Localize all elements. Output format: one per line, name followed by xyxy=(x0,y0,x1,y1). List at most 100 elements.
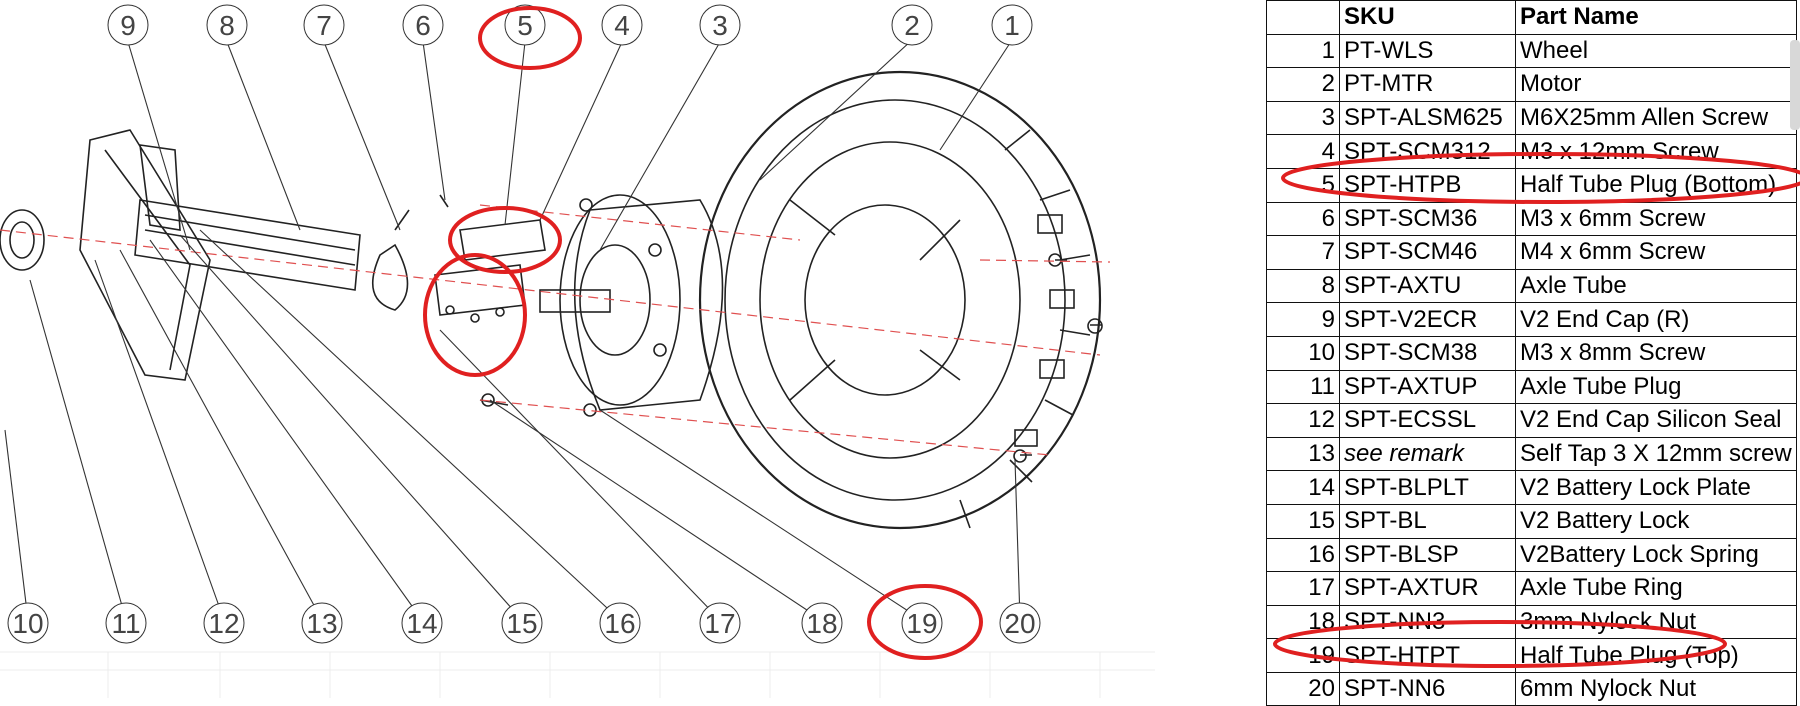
cell-part-name[interactable]: V2Battery Lock Spring xyxy=(1515,537,1797,573)
cell-sku[interactable]: SPT-SCM312 xyxy=(1339,134,1516,169)
cell-part-name[interactable]: Axle Tube xyxy=(1515,268,1797,304)
cell-part-name[interactable]: Self Tap 3 X 12mm screw xyxy=(1515,436,1797,472)
cell-number[interactable]: 19 xyxy=(1266,638,1340,673)
cell-part-name[interactable]: M6X25mm Allen Screw xyxy=(1515,100,1797,136)
cell-number[interactable]: 9 xyxy=(1266,302,1340,337)
vertical-scrollbar-thumb[interactable] xyxy=(1790,40,1800,130)
svg-text:13: 13 xyxy=(306,608,337,639)
cell-number[interactable]: 3 xyxy=(1266,100,1340,136)
svg-text:14: 14 xyxy=(406,608,437,639)
cell-number[interactable]: 14 xyxy=(1266,470,1340,505)
cell-sku[interactable]: SPT-AXTUP xyxy=(1339,369,1516,405)
callout-1: 1 xyxy=(991,4,1033,46)
cell-number[interactable]: 12 xyxy=(1266,403,1340,438)
cell-number[interactable]: 7 xyxy=(1266,235,1340,270)
cell-part-name[interactable]: Axle Tube Plug xyxy=(1515,369,1797,405)
cell-sku[interactable]: SPT-HTPT xyxy=(1339,638,1516,673)
svg-text:20: 20 xyxy=(1004,608,1035,639)
cell-part-name[interactable]: Motor xyxy=(1515,67,1797,102)
cell-part-name[interactable]: M3 x 12mm Screw xyxy=(1515,134,1797,169)
cell-number[interactable]: 18 xyxy=(1266,604,1340,640)
cell-number[interactable]: 2 xyxy=(1266,67,1340,102)
cell-number[interactable]: 15 xyxy=(1266,503,1340,539)
svg-text:1: 1 xyxy=(1004,10,1020,41)
cell-part-name[interactable]: V2 Battery Lock xyxy=(1515,503,1797,539)
cell-number[interactable]: 16 xyxy=(1266,537,1340,573)
cell-number[interactable]: 13 xyxy=(1266,436,1340,472)
svg-text:12: 12 xyxy=(208,608,239,639)
cell-sku[interactable]: SPT-NN3 xyxy=(1339,604,1516,640)
cell-sku[interactable]: SPT-AXTU xyxy=(1339,268,1516,304)
cell-sku[interactable]: PT-WLS xyxy=(1339,33,1516,69)
cell-sku[interactable]: SPT-SCM36 xyxy=(1339,201,1516,237)
cell-sku[interactable]: SPT-BL xyxy=(1339,503,1516,539)
cell-part-name[interactable]: V2 End Cap (R) xyxy=(1515,302,1797,337)
cell-part-name[interactable]: 3mm Nylock Nut xyxy=(1515,604,1797,640)
callout-11: 11 xyxy=(105,602,147,644)
fastener-parts xyxy=(394,194,1103,463)
cell-sku[interactable]: SPT-NN6 xyxy=(1339,671,1516,706)
cell-sku[interactable]: SPT-BLPLT xyxy=(1339,470,1516,505)
cell-sku[interactable]: SPT-ALSM625 xyxy=(1339,100,1516,136)
svg-text:15: 15 xyxy=(506,608,537,639)
callout-16: 16 xyxy=(599,602,641,644)
cell-sku[interactable]: SPT-BLSP xyxy=(1339,537,1516,573)
cell-sku[interactable]: SPT-SCM38 xyxy=(1339,335,1516,371)
cell-part-name[interactable]: M3 x 8mm Screw xyxy=(1515,335,1797,371)
cell-sku[interactable]: SPT-SCM46 xyxy=(1339,235,1516,270)
cell-number[interactable]: 4 xyxy=(1266,134,1340,169)
cell-part-name[interactable]: Axle Tube Ring xyxy=(1515,571,1797,606)
highlight-circle-bottom-plug xyxy=(448,206,562,274)
cell-number[interactable]: 10 xyxy=(1266,335,1340,371)
callout-8: 8 xyxy=(206,4,248,46)
cell-part-name[interactable]: M4 x 6mm Screw xyxy=(1515,235,1797,270)
cell-sku[interactable]: SPT-ECSSL xyxy=(1339,403,1516,438)
cell-part-name[interactable]: M3 x 6mm Screw xyxy=(1515,201,1797,237)
cell-number[interactable]: 5 xyxy=(1266,167,1340,203)
cell-sku[interactable]: PT-MTR xyxy=(1339,67,1516,102)
cell-sku[interactable]: SPT-V2ECR xyxy=(1339,302,1516,337)
cell-number[interactable]: 20 xyxy=(1266,671,1340,706)
cell-part-name[interactable]: 6mm Nylock Nut xyxy=(1515,671,1797,706)
cell-part-name[interactable]: V2 End Cap Silicon Seal xyxy=(1515,403,1797,438)
motor-part xyxy=(539,194,724,417)
cell-number[interactable]: 8 xyxy=(1266,268,1340,304)
cell-number[interactable]: 17 xyxy=(1266,571,1340,606)
cell-number[interactable]: 11 xyxy=(1266,369,1340,405)
cell-number[interactable]: 6 xyxy=(1266,201,1340,237)
cell-sku[interactable]: see remark xyxy=(1339,436,1516,472)
callout-2: 2 xyxy=(891,4,933,46)
cell-sku[interactable]: SPT-HTPB xyxy=(1339,167,1516,203)
header-part-name: Part Name xyxy=(1515,0,1797,35)
cell-part-name[interactable]: Half Tube Plug (Bottom) xyxy=(1515,167,1797,203)
svg-text:8: 8 xyxy=(219,10,235,41)
cell-number[interactable]: 1 xyxy=(1266,33,1340,69)
cell-part-name[interactable]: Half Tube Plug (Top) xyxy=(1515,638,1797,673)
cell-sku[interactable]: SPT-AXTUR xyxy=(1339,571,1516,606)
highlight-circle-callout-19 xyxy=(867,584,983,660)
cell-part-name[interactable]: Wheel xyxy=(1515,33,1797,69)
cell-part-name[interactable]: V2 Battery Lock Plate xyxy=(1515,470,1797,505)
header-number xyxy=(1266,0,1340,35)
